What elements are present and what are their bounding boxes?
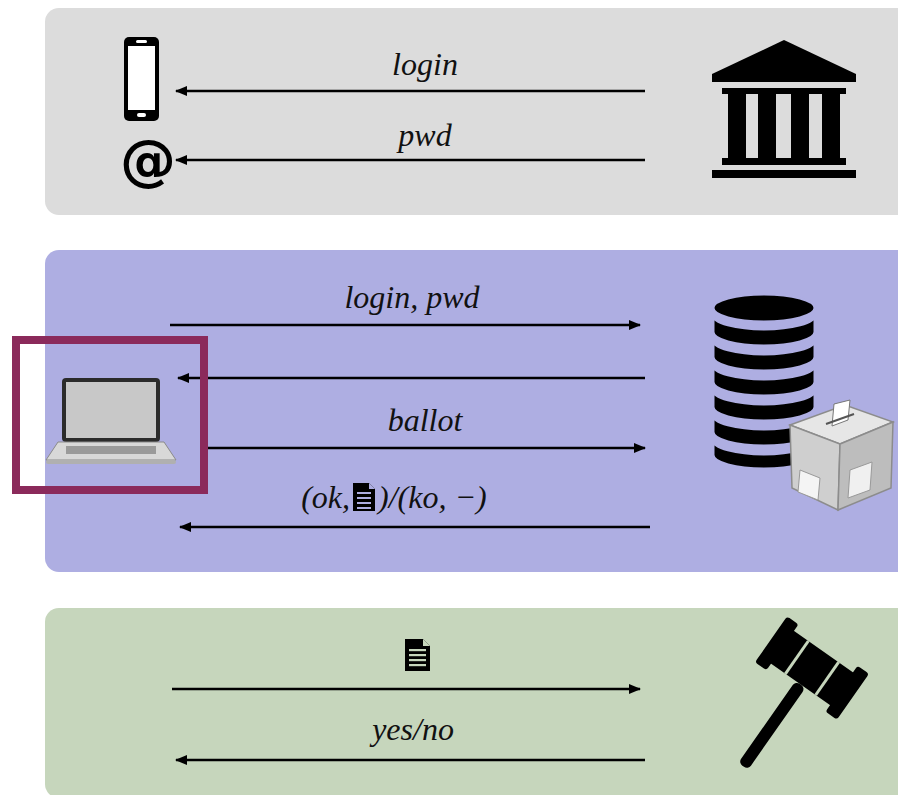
- bank-icon: [791, 94, 809, 158]
- bank-icon: [712, 40, 856, 74]
- bank-icon: [712, 170, 856, 178]
- ballot-box-icon: [848, 462, 872, 498]
- arrow: [176, 759, 645, 762]
- ballot-box-icon: [790, 425, 840, 510]
- arrow: [170, 324, 640, 327]
- laptop-icon: [66, 382, 156, 438]
- message-label: ballot: [388, 404, 463, 436]
- gavel-icon: [702, 616, 869, 795]
- bank-icon: [822, 94, 840, 158]
- document-icon: [409, 664, 426, 666]
- message-label: login, pwd: [344, 281, 479, 313]
- message-label: pwd: [398, 119, 451, 151]
- ballot-box-icon: [838, 422, 893, 510]
- document-icon: [409, 659, 426, 661]
- bank-icon: [722, 158, 846, 165]
- document-icon: [405, 639, 430, 671]
- document-icon: [357, 507, 371, 509]
- phone-icon: [124, 37, 159, 121]
- bank-icon: [758, 94, 776, 158]
- gavel-icon: [784, 640, 809, 674]
- arrow: [172, 689, 645, 760]
- document-icon: [357, 502, 371, 504]
- gavel-icon: [814, 661, 839, 695]
- document-icon: [369, 483, 375, 489]
- arrow: [176, 90, 645, 93]
- laptop-icon: [46, 442, 176, 460]
- document-icon: [353, 483, 375, 511]
- ballot-box-icon: [826, 414, 854, 424]
- phone-icon: [124, 37, 159, 121]
- gavel-icon: [702, 616, 869, 795]
- arrow: [180, 526, 650, 529]
- bank-icon: [712, 40, 856, 178]
- phone-icon: [128, 46, 155, 110]
- message-label: yes/no: [372, 713, 454, 745]
- bank-icon: [722, 88, 846, 94]
- message-label: )/(ko, −): [378, 481, 487, 513]
- at-symbol: @: [120, 132, 176, 188]
- document-icon: [409, 654, 426, 656]
- arrow: [172, 688, 640, 691]
- bank-icon: [728, 94, 746, 158]
- arrow: [208, 447, 645, 450]
- laptop-icon: [46, 378, 176, 464]
- laptop-icon: [66, 446, 156, 454]
- ballot-box-icon: [790, 400, 893, 510]
- document-icon: [409, 649, 426, 651]
- ballot-box-icon: [832, 400, 850, 426]
- message-label: (ok,: [301, 481, 350, 513]
- highlight-frame: [16, 340, 204, 490]
- document-icon: [357, 492, 371, 494]
- laptop-icon: [46, 460, 176, 464]
- arrow: [178, 377, 645, 380]
- document-icon: [405, 639, 430, 671]
- message-label: login: [392, 48, 458, 80]
- arrow: [170, 325, 650, 527]
- phone-icon: [137, 113, 146, 117]
- arrow: [176, 91, 645, 160]
- document-icon: [357, 497, 371, 499]
- document-icon: [423, 639, 430, 646]
- band-green: [45, 608, 898, 795]
- bank-icon: [712, 74, 856, 82]
- arrow: [176, 159, 645, 162]
- laptop-icon: [62, 378, 160, 442]
- phone-icon: [136, 40, 147, 43]
- gavel-icon: [738, 681, 805, 770]
- document-icon: [353, 483, 375, 511]
- ballot-box-icon: [798, 470, 820, 500]
- database-icon: [713, 294, 815, 322]
- band-gray: [45, 8, 898, 215]
- band-purple: [45, 250, 898, 572]
